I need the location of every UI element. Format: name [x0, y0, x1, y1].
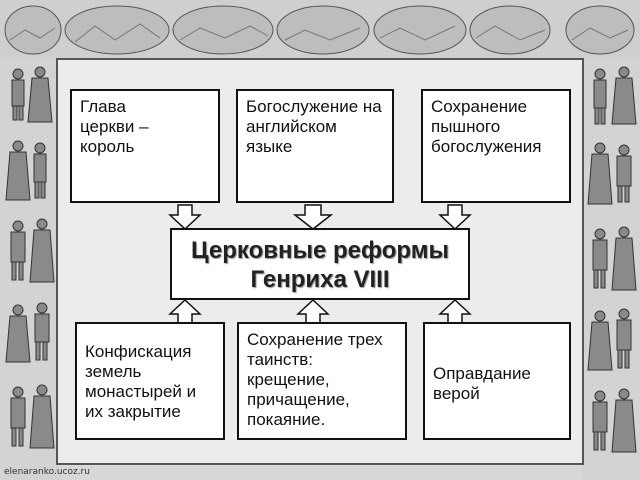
- up-arrow-middle: [296, 298, 330, 325]
- down-arrow-left: [168, 204, 202, 231]
- top-box-lavish-worship: Сохранение пышного богослужения: [421, 89, 571, 203]
- central-topic-line-1: Церковные реформы: [191, 237, 449, 264]
- box-text-line: их закрытие: [85, 402, 181, 421]
- box-text-line: монастырей и: [85, 382, 197, 401]
- box-text-line: земель: [85, 362, 142, 381]
- box-text-line: богослужения: [431, 137, 542, 156]
- box-text-line: церкви –: [80, 117, 149, 136]
- costume-figure-icons-left: [5, 66, 55, 449]
- top-box-english-liturgy: Богослужение на английском языке: [236, 89, 394, 203]
- box-text-line: Конфискация: [85, 342, 192, 361]
- bottom-box-monastery-confiscation: Конфискация земель монастырей и их закры…: [75, 322, 225, 440]
- bottom-box-three-sacraments: Сохранение трех таинств: крещение, прича…: [237, 322, 407, 440]
- costume-figure-icons-right: [587, 66, 637, 453]
- box-text-line: король: [80, 137, 135, 156]
- top-box-head-of-church: Глава церкви – король: [70, 89, 220, 203]
- box-text-line: крещение,: [247, 370, 330, 389]
- box-text-line: Богослужение на: [246, 97, 382, 116]
- source-credit: elenaranko.ucoz.ru: [4, 467, 90, 477]
- up-arrow-left: [168, 298, 202, 325]
- box-text-line: таинств:: [247, 350, 313, 369]
- up-arrow-right: [438, 298, 472, 325]
- box-text-line: причащение,: [247, 390, 350, 409]
- box-text-line: Глава: [80, 97, 126, 116]
- box-text-line: пышного: [431, 117, 501, 136]
- city-panorama-icons: [4, 5, 635, 55]
- box-text-line: верой: [433, 384, 480, 403]
- down-arrow-right: [438, 204, 472, 231]
- box-text-line: Оправдание: [433, 364, 531, 383]
- bottom-box-justification-by-faith: Оправдание верой: [423, 322, 571, 440]
- central-topic-line-2: Генриха VIII: [250, 266, 390, 293]
- bottom-border-decoration: [60, 466, 583, 480]
- box-text-line: покаяние.: [247, 410, 326, 429]
- box-text-line: английском: [246, 117, 337, 136]
- box-text-line: Сохранение трех: [247, 330, 383, 349]
- box-text-line: Сохранение: [431, 97, 528, 116]
- down-arrow-middle: [292, 204, 334, 230]
- box-text-line: языке: [246, 137, 293, 156]
- central-topic-box: Церковные реформы Генриха VIII: [170, 228, 470, 300]
